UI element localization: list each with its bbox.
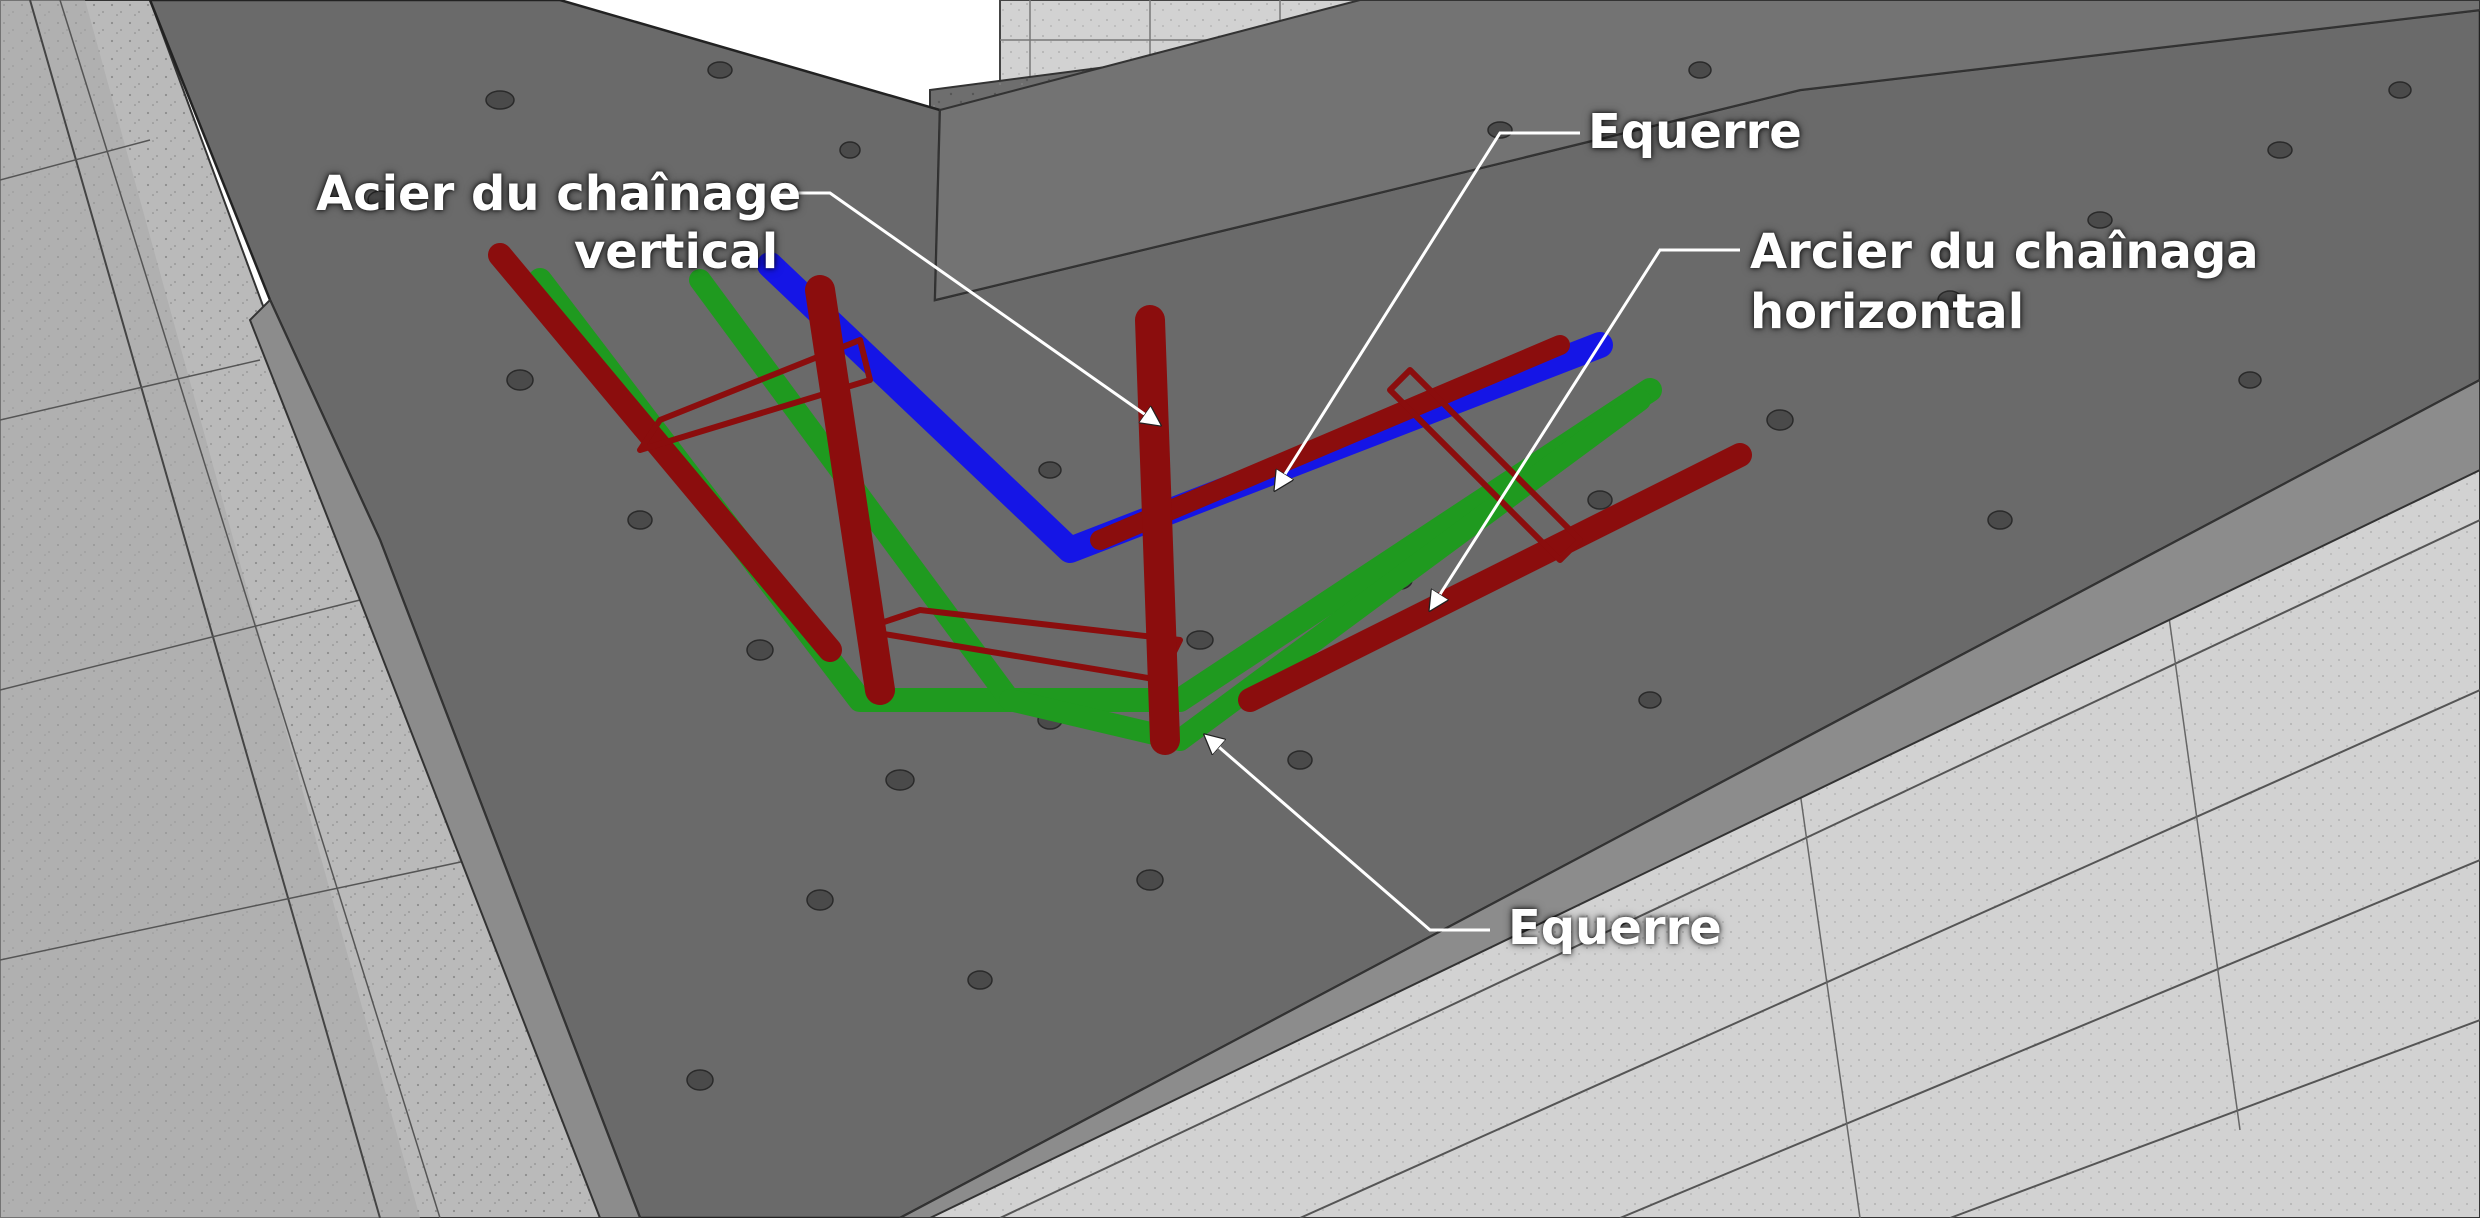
label-horizontal-steel-line2: horizontal xyxy=(1750,284,2025,340)
stirrup-left xyxy=(637,337,873,453)
reinforcement-steel xyxy=(488,243,1752,755)
leader-horizontal-steel xyxy=(1430,248,1740,610)
red-horizontal-bar-right xyxy=(1238,443,1752,712)
aggregate-pattern xyxy=(367,61,2412,1091)
red-horizontal-bar-outer xyxy=(488,243,842,662)
left-block-wall xyxy=(0,0,602,1218)
stirrup-right xyxy=(1387,367,1583,563)
vertical-bar-right xyxy=(1135,305,1180,755)
leader-vertical-steel xyxy=(775,191,1160,425)
leader-lines xyxy=(775,131,1740,932)
leader-equerre-top xyxy=(1275,131,1580,490)
label-equerre-top: Equerre xyxy=(1588,104,1802,160)
vertical-bar-left xyxy=(805,275,895,705)
label-vertical-steel-line2: vertical xyxy=(574,224,779,280)
leader-equerre-bottom xyxy=(1205,735,1490,932)
label-equerre-bottom: Equerre xyxy=(1508,900,1722,956)
label-horizontal-steel-line1: Arcier du chaînaga xyxy=(1750,224,2259,280)
stirrup-corner xyxy=(857,607,1183,683)
label-vertical-steel-line1: Acier du chaînage xyxy=(316,166,802,222)
